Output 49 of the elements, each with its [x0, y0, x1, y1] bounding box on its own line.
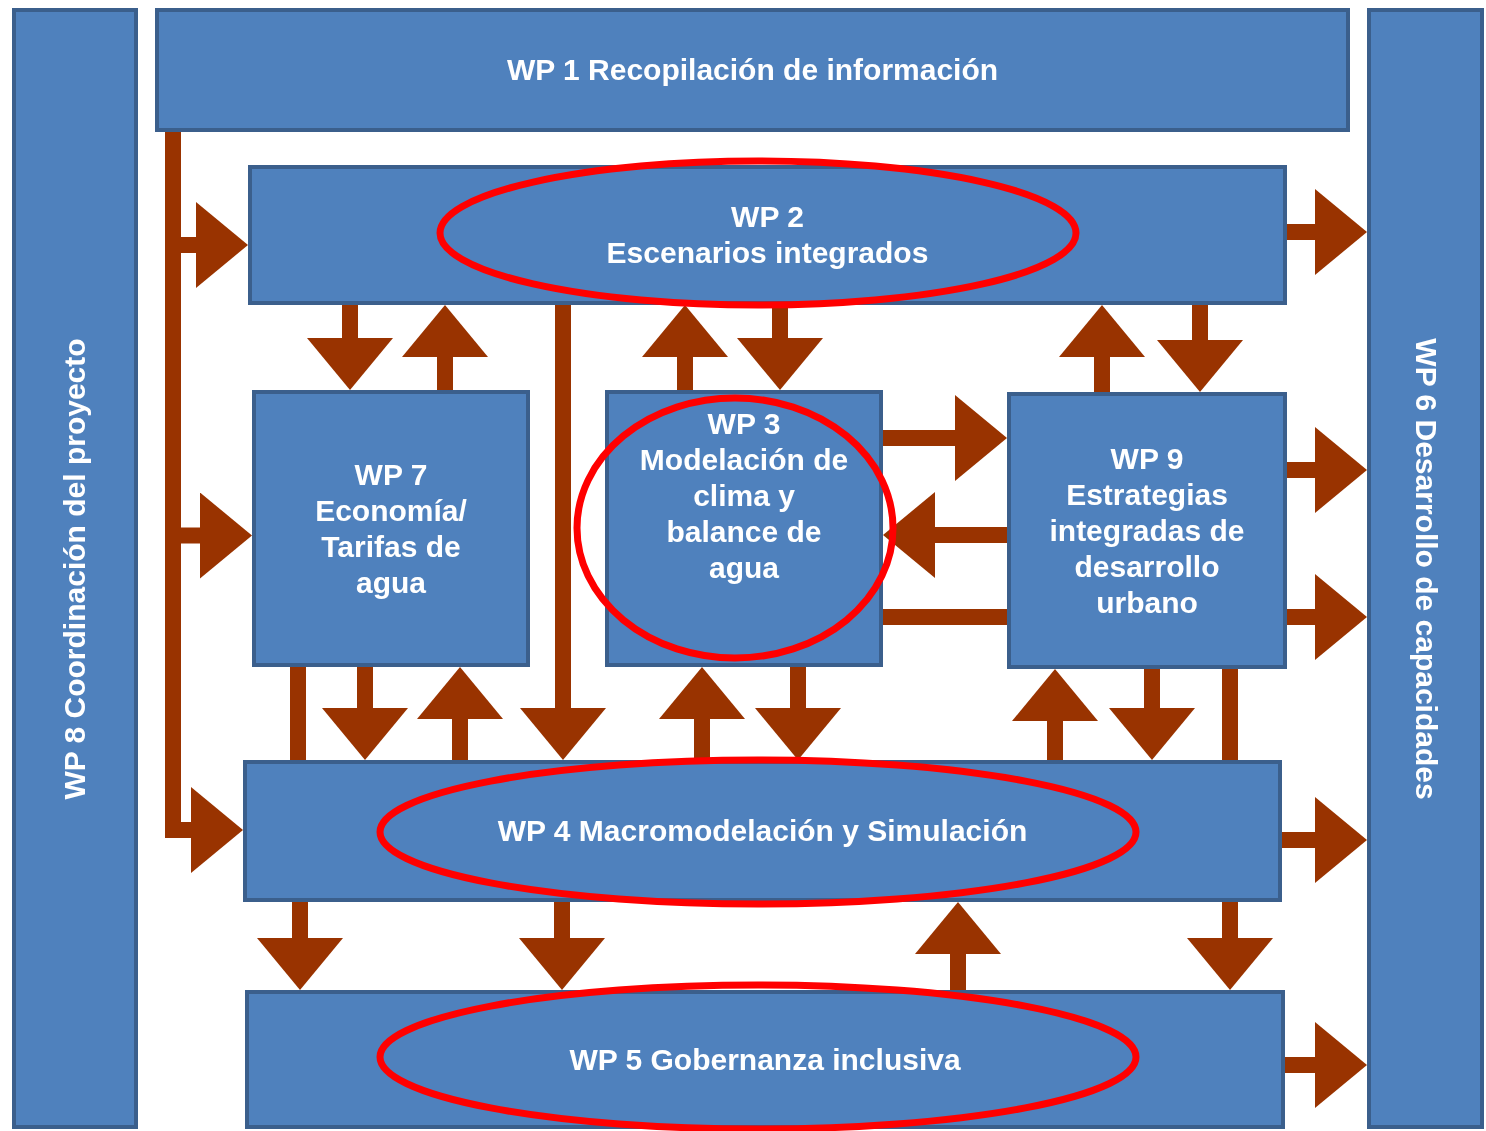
block-arrow	[1109, 669, 1195, 760]
connector-bar	[290, 667, 306, 760]
connector-bar	[883, 609, 1007, 625]
block-arrow	[883, 395, 1007, 481]
block-arrow	[737, 305, 823, 390]
box-label: Estrategias integradas de desarrollo urbano	[1048, 476, 1246, 621]
block-arrow	[659, 667, 745, 760]
block-arrow	[642, 305, 728, 390]
block-arrow	[519, 902, 605, 990]
work-package-box	[245, 990, 1285, 1129]
block-arrow	[1287, 574, 1367, 660]
work-package-box	[243, 760, 1282, 902]
block-arrow	[1059, 305, 1145, 392]
block-arrow	[307, 305, 393, 390]
block-arrow	[520, 305, 606, 760]
block-arrow	[1157, 305, 1243, 392]
work-package-box	[1007, 392, 1287, 669]
box-label: WP 8 Coordinación del proyecto	[57, 337, 92, 800]
block-arrow	[915, 902, 1001, 990]
box-heading: WP 7	[353, 456, 429, 493]
block-arrow	[1287, 189, 1367, 275]
box-label: WP 1 Recopilación de información	[506, 52, 999, 88]
box-label: Economía/ Tarifas de agua	[314, 492, 468, 601]
block-arrow	[402, 305, 488, 390]
work-package-box	[155, 8, 1350, 132]
box-heading: WP 3	[706, 406, 782, 442]
block-arrow	[1287, 427, 1367, 513]
box-label: WP 5 Gobernanza inclusiva	[569, 1041, 961, 1078]
block-arrow	[1187, 902, 1273, 990]
vertical-band	[1367, 8, 1484, 1129]
block-arrow	[755, 667, 841, 760]
block-arrow	[883, 492, 1007, 578]
work-package-box	[605, 390, 883, 667]
block-arrow	[257, 902, 343, 990]
work-package-box	[252, 390, 530, 667]
connector-bar	[1222, 669, 1238, 760]
box-label: Escenarios integrados	[605, 235, 930, 271]
box-heading: WP 9	[1109, 440, 1185, 477]
block-arrow	[1282, 797, 1367, 883]
block-arrow	[322, 667, 408, 760]
block-arrow	[1285, 1022, 1367, 1108]
box-label: WP 6 Desarrollo de capacidades	[1408, 337, 1444, 800]
block-arrow	[417, 667, 503, 760]
box-label: Modelación de clima y balance de agua	[639, 442, 849, 586]
block-arrow	[1012, 669, 1098, 760]
box-label: WP 4 Macromodelación y Simulación	[497, 813, 1028, 849]
box-heading: WP 2	[730, 199, 805, 235]
work-package-box	[248, 165, 1287, 305]
vertical-band	[12, 8, 138, 1129]
